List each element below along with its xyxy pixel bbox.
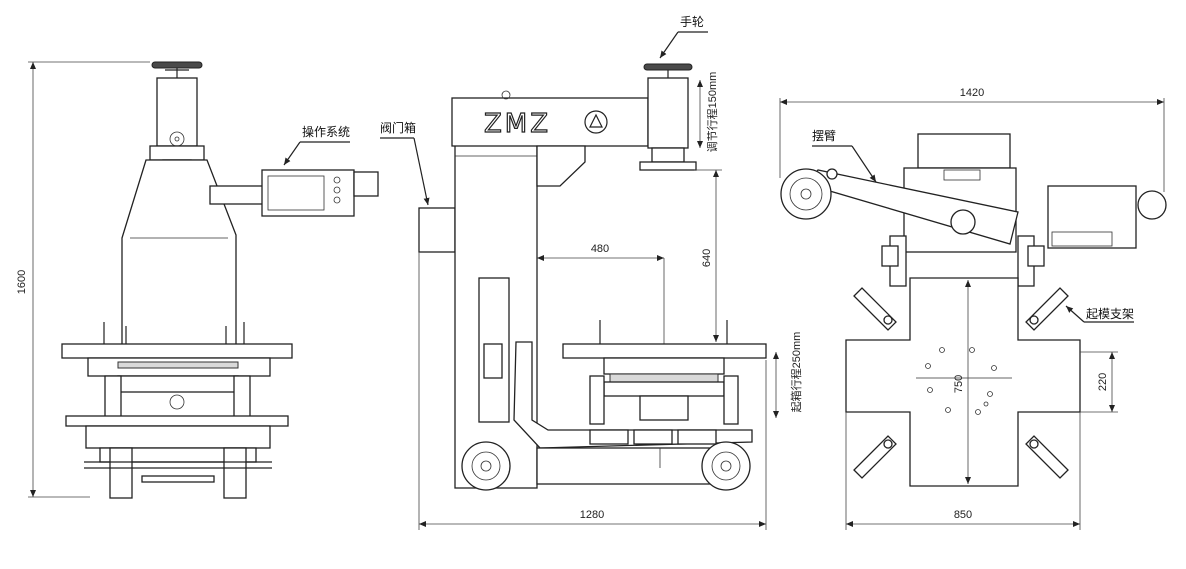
label-lifting-bracket: 起模支架 [1086, 307, 1134, 321]
lifting-bracket-upper-right [1025, 287, 1069, 331]
lifting-bracket-upper-left [853, 287, 897, 331]
dim-adjust-stroke: 调节行程150mm [706, 72, 719, 153]
dim-height-total: 1600 [16, 270, 28, 294]
dim-length-1280: 1280 [580, 509, 604, 521]
label-handwheel: 手轮 [680, 15, 704, 29]
dim-side-220: 220 [1097, 373, 1109, 391]
label-operation-system: 操作系统 [302, 124, 350, 139]
side-view: 阀门箱 ZMZ 手轮 调节行程150mm 640 480 [380, 15, 803, 530]
dim-side-750: 750 [953, 375, 965, 393]
label-valve-box: 阀门箱 [380, 120, 416, 135]
dim-lift-stroke: 起箱行程250mm [789, 332, 803, 413]
front-view: 1600 操作系统 [16, 61, 379, 499]
lifting-bracket-lower-left [853, 435, 897, 479]
dim-width-850: 850 [954, 509, 972, 521]
dim-vertical-640: 640 [701, 249, 713, 267]
lifting-bracket-lower-right [1025, 435, 1069, 479]
dim-width-1420: 1420 [960, 87, 984, 99]
top-view: 1420 摆臂 [779, 87, 1167, 530]
brand-logo: ZMZ [484, 109, 551, 139]
dim-reach-480: 480 [591, 243, 609, 255]
label-swing-arm: 摆臂 [812, 129, 836, 143]
